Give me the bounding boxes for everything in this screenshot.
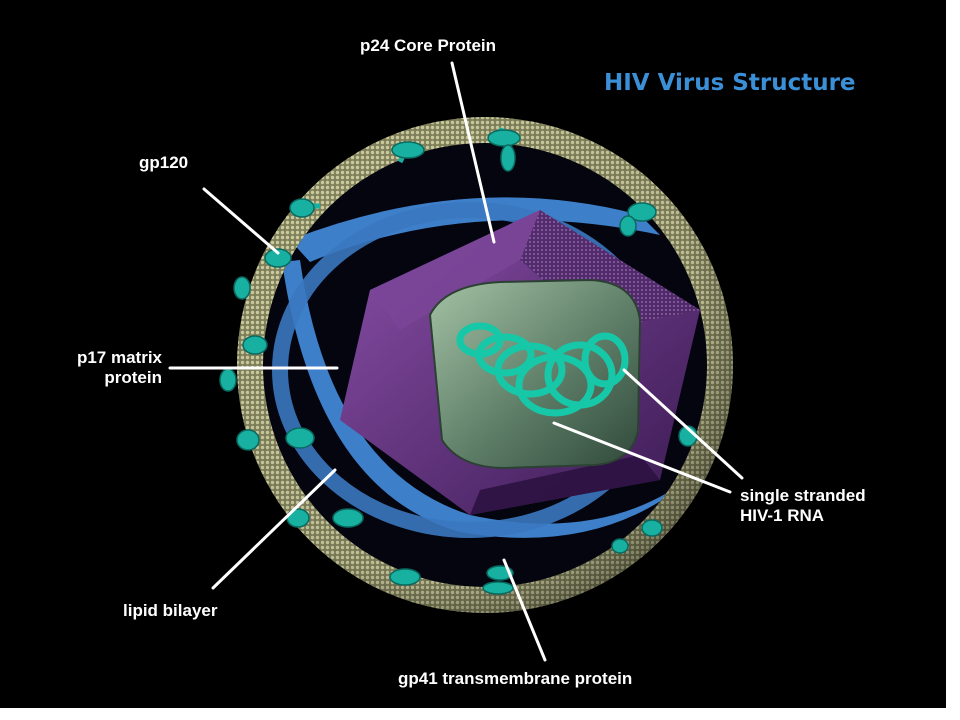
leader-gp120 (202, 187, 280, 255)
leader-lines (168, 61, 744, 662)
diagram-title: HIV Virus Structure (604, 70, 856, 96)
leader-p24 (450, 61, 496, 244)
label-gp120: gp120 (139, 153, 189, 172)
leader-gp41 (502, 558, 547, 662)
leader-rna-1 (622, 368, 744, 480)
label-p24-core-protein: p24 Core Protein (360, 36, 497, 55)
label-p17-line2: protein (104, 368, 162, 387)
leader-rna-2 (552, 421, 732, 494)
rna-core (428, 278, 642, 470)
label-rna-line2: HIV-1 RNA (740, 506, 825, 525)
leader-lipid (211, 468, 337, 590)
label-p17-matrix-protein: p17 matrix protein (38, 348, 162, 388)
rna-helix (456, 322, 629, 417)
label-lipid-bilayer: lipid bilayer (123, 601, 218, 620)
gp120-spikes (219, 127, 698, 595)
label-single-stranded-rna: single stranded HIV-1 RNA (740, 486, 866, 526)
label-gp41-transmembrane-protein: gp41 transmembrane protein (398, 669, 633, 688)
label-p17-line1: p17 matrix (76, 348, 162, 367)
label-rna-line1: single stranded (740, 486, 866, 505)
